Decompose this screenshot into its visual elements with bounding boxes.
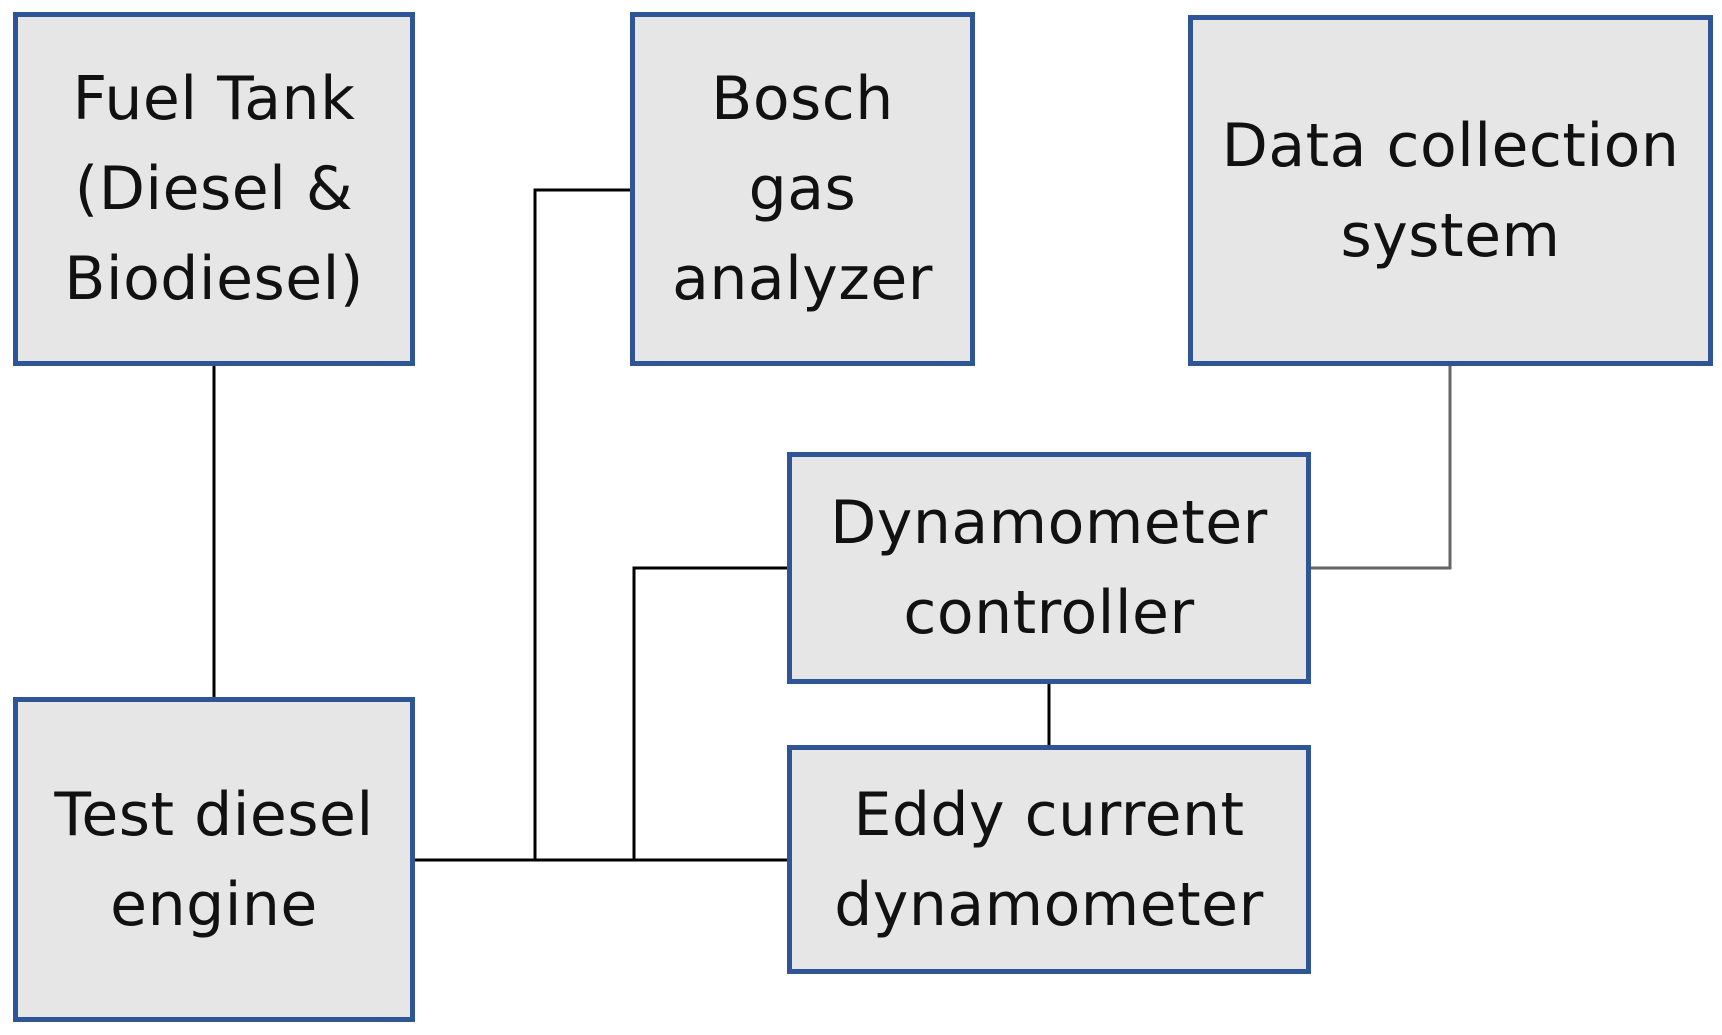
node-bosch-label: Bosch gas analyzer <box>672 54 933 324</box>
node-label-line: Dynamometer <box>830 488 1268 558</box>
node-dyn-controller-label: Dynamometer controller <box>830 478 1268 658</box>
node-data-collection-system: Data collection system <box>1188 15 1713 366</box>
node-label-line: Fuel Tank <box>72 64 356 134</box>
node-data-collection-label: Data collection system <box>1222 101 1680 281</box>
node-eddy-current-dynamometer: Eddy current dynamometer <box>787 745 1311 974</box>
connector-dyn-controller-to-data <box>1311 366 1452 570</box>
node-label-line: analyzer <box>672 244 933 314</box>
node-label-line: gas <box>748 154 857 224</box>
node-fuel-tank: Fuel Tank (Diesel & Biodiesel) <box>13 12 415 366</box>
node-eddy-label: Eddy current dynamometer <box>834 770 1264 950</box>
node-label-line: Eddy current <box>853 779 1245 850</box>
node-label-line: engine <box>110 869 318 940</box>
node-label-line: Bosch <box>711 64 894 134</box>
node-label-line: controller <box>903 578 1195 648</box>
node-test-diesel-engine: Test diesel engine <box>13 697 415 1022</box>
connector-engine-to-bosch <box>533 188 636 860</box>
node-label-line: Biodiesel) <box>64 244 364 314</box>
node-label-line: system <box>1340 200 1561 271</box>
node-label-line: dynamometer <box>834 869 1264 940</box>
node-dynamometer-controller: Dynamometer controller <box>787 452 1311 684</box>
node-engine-label: Test diesel engine <box>54 770 373 950</box>
node-label-line: (Diesel & <box>74 154 354 224</box>
node-label-line: Test diesel <box>54 779 374 850</box>
node-bosch-gas-analyzer: Bosch gas analyzer <box>630 12 975 366</box>
connector-engine-to-dyn-controller <box>632 566 787 860</box>
node-label-line: Data collection <box>1221 110 1680 181</box>
node-fuel-tank-label: Fuel Tank (Diesel & Biodiesel) <box>64 54 363 324</box>
